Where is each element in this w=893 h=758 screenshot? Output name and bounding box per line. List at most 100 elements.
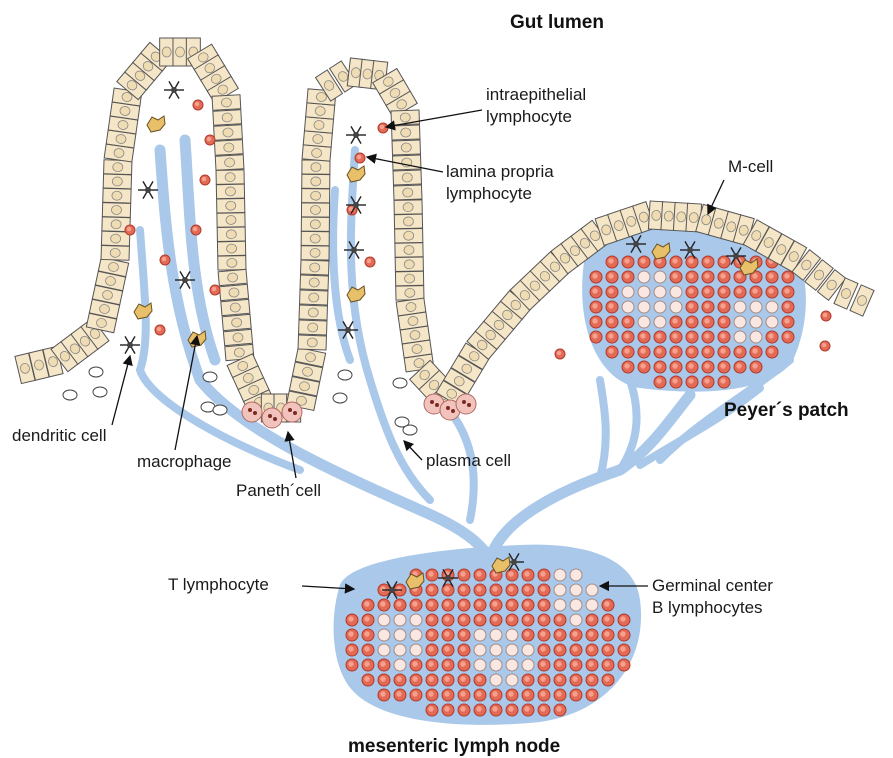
macrophage — [147, 116, 165, 132]
lymphocyte-nucleus — [608, 303, 613, 308]
lymphocyte-nucleus — [688, 273, 693, 278]
lymphocyte-nucleus — [688, 288, 693, 293]
epithelial-cell — [103, 174, 131, 189]
lymphocyte-nucleus — [672, 333, 677, 338]
lymphocyte-nucleus — [476, 601, 481, 606]
epithelial-nucleus — [113, 163, 123, 172]
epithelial-cell — [173, 38, 187, 66]
lymphocyte-nucleus — [656, 378, 661, 383]
lymphocyte-nucleus — [396, 601, 401, 606]
epithelial-cell — [396, 286, 424, 301]
b-lymphocyte — [394, 614, 406, 626]
lymphocyte-nucleus — [784, 318, 789, 323]
epithelial-cell — [160, 38, 174, 66]
epithelial-nucleus — [310, 220, 320, 229]
lymphocyte-nucleus — [127, 227, 132, 232]
epithelial-nucleus — [311, 191, 321, 200]
epithelial-nucleus — [231, 318, 242, 328]
epithelial-nucleus — [405, 288, 415, 297]
lymphocyte-nucleus — [720, 318, 725, 323]
b-lymphocyte — [734, 301, 746, 313]
lymphocyte-nucleus — [672, 273, 677, 278]
lymphocyte-nucleus — [656, 333, 661, 338]
epithelial-nucleus — [309, 278, 319, 287]
lymph-vessel — [600, 380, 606, 478]
epithelial-nucleus — [400, 113, 410, 122]
lymphocyte-nucleus — [460, 691, 465, 696]
lymphocyte-nucleus — [572, 691, 577, 696]
epithelial-cell — [394, 214, 422, 229]
lymphocyte-nucleus — [444, 631, 449, 636]
dendritic-body — [511, 559, 517, 565]
epithelial-nucleus — [112, 177, 122, 186]
b-lymphocyte — [570, 569, 582, 581]
b-lymphocyte — [378, 644, 390, 656]
lymphocyte-nucleus — [444, 616, 449, 621]
lymphocyte-nucleus — [364, 661, 369, 666]
lymphocyte-nucleus — [704, 258, 709, 263]
lymphocyte-nucleus — [588, 676, 593, 681]
b-lymphocyte — [654, 286, 666, 298]
gut-lumen-label: Gut lumen — [510, 12, 604, 33]
lymphocyte-nucleus — [540, 706, 545, 711]
epithelial-nucleus — [312, 134, 323, 144]
b-lymphocyte — [474, 629, 486, 641]
epithelial-cell — [302, 174, 330, 188]
epithelial-nucleus — [311, 177, 321, 186]
lymphocyte-nucleus — [157, 327, 162, 332]
dendritic-cell-pointer — [112, 356, 130, 425]
lymphocyte-nucleus — [444, 706, 449, 711]
lymphocyte-nucleus — [348, 661, 353, 666]
lamina-propria-lymphocyte-label-2: lymphocyte — [446, 184, 532, 203]
b-lymphocyte — [670, 301, 682, 313]
lymphocyte-nucleus — [768, 273, 773, 278]
lymphocyte-nucleus — [364, 616, 369, 621]
lymphocyte-nucleus — [768, 288, 773, 293]
epithelial-nucleus — [676, 212, 686, 223]
lymphocyte-nucleus — [540, 691, 545, 696]
epithelial-cell — [212, 95, 241, 110]
b-lymphocyte — [490, 629, 502, 641]
lymphocyte-nucleus — [207, 137, 212, 142]
epithelial-cell — [392, 140, 420, 155]
lymphocyte-nucleus — [620, 616, 625, 621]
epithelial-cell — [392, 125, 420, 140]
lymphocyte-nucleus — [588, 646, 593, 651]
lymphocyte-nucleus — [704, 303, 709, 308]
lymphocyte-nucleus — [588, 631, 593, 636]
plasma-cell — [213, 405, 227, 415]
epithelial-cell — [299, 305, 327, 320]
lymphocyte-nucleus — [367, 259, 372, 264]
plasma-cell — [393, 378, 407, 388]
lymphocyte-nucleus — [524, 586, 529, 591]
lymphocyte-nucleus — [428, 676, 433, 681]
epithelial-nucleus — [404, 231, 414, 240]
lymphocyte-nucleus — [604, 661, 609, 666]
lymphocyte-nucleus — [768, 333, 773, 338]
lymphocyte-nucleus — [688, 378, 693, 383]
lymphocyte-nucleus — [620, 661, 625, 666]
epithelial-nucleus — [314, 120, 325, 130]
lymphocyte-nucleus — [412, 661, 417, 666]
paneth-granule — [467, 403, 471, 407]
b-lymphocyte — [378, 614, 390, 626]
lymphocyte-nucleus — [640, 258, 645, 263]
plasma-cell — [338, 370, 352, 380]
b-lymphocyte — [622, 286, 634, 298]
lymphocyte-nucleus — [380, 691, 385, 696]
lymphocyte-nucleus — [195, 102, 200, 107]
lymphocyte-nucleus — [476, 586, 481, 591]
epithelial-cell — [103, 188, 131, 203]
lymphocyte-nucleus — [540, 616, 545, 621]
lymphocyte-nucleus — [720, 303, 725, 308]
lymphocyte-nucleus — [556, 616, 561, 621]
epithelial-cell — [223, 329, 252, 345]
b-lymphocyte — [638, 286, 650, 298]
lymphocyte-nucleus — [592, 273, 597, 278]
epithelial-cell — [393, 170, 421, 185]
epithelial-cell — [301, 217, 329, 231]
lymphocyte-nucleus — [608, 273, 613, 278]
lymphocyte-nucleus — [556, 676, 561, 681]
lymphocyte-nucleus — [588, 616, 593, 621]
